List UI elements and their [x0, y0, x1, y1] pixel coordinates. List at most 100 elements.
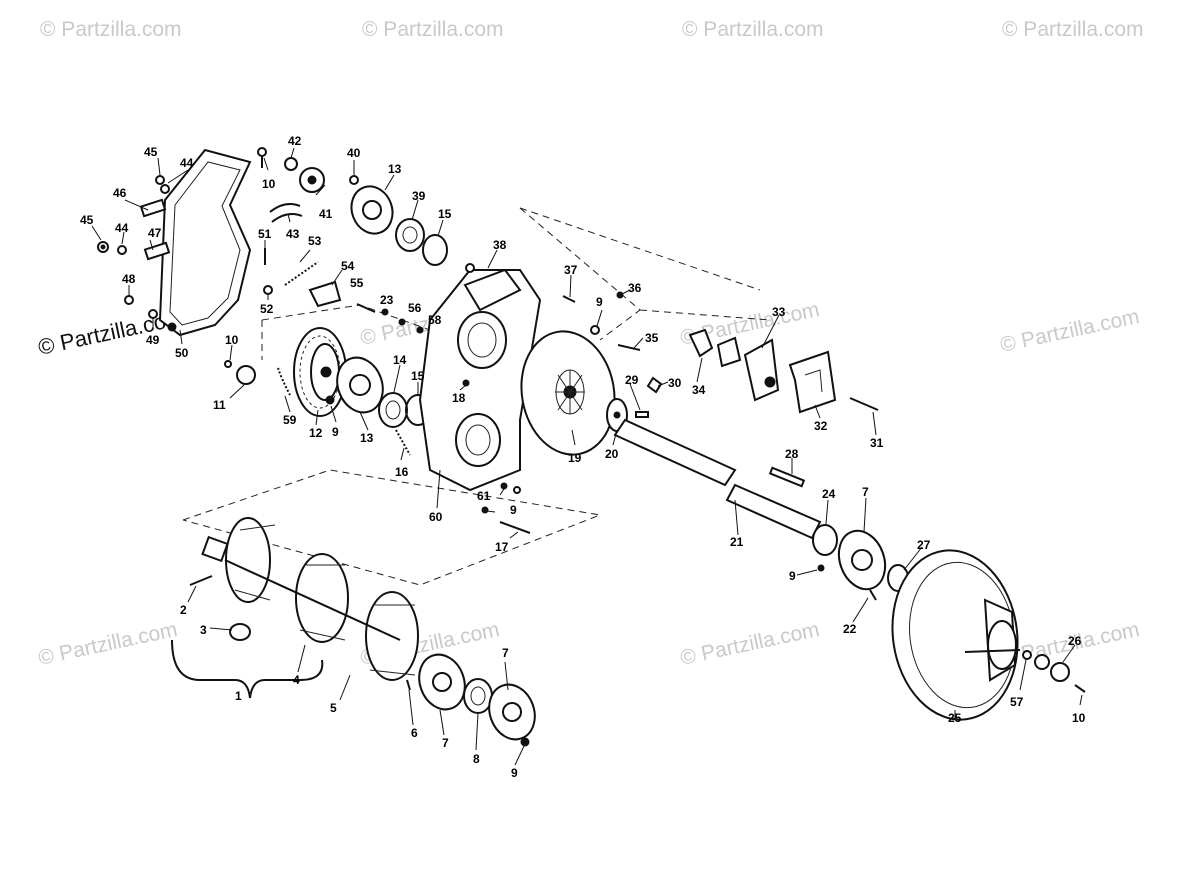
- watermark: © Partzilla.com: [682, 18, 824, 41]
- callout-19: 19: [568, 451, 582, 465]
- callout-55: 55: [350, 276, 364, 290]
- callout-28: 28: [785, 447, 799, 461]
- callout-9: 9: [510, 503, 517, 517]
- callout-13: 13: [388, 162, 402, 176]
- callout-17: 17: [495, 540, 509, 554]
- leader-lines: [91, 147, 1083, 766]
- callout-41: 41: [319, 207, 333, 221]
- callout-20: 20: [605, 447, 619, 461]
- callout-31: 31: [870, 436, 884, 450]
- jackshaft: [613, 418, 822, 540]
- callout-1: 1: [235, 689, 242, 703]
- callout-37: 37: [564, 263, 578, 277]
- callout-9: 9: [596, 295, 603, 309]
- callout-23: 23: [380, 293, 394, 307]
- callout-25: 25: [948, 711, 962, 725]
- driven-sprocket: [277, 327, 347, 417]
- watermark: © Partzilla.com: [362, 18, 504, 41]
- callout-61: 61: [477, 489, 491, 503]
- callout-10: 10: [1072, 711, 1086, 725]
- callout-53: 53: [308, 234, 322, 248]
- callout-54: 54: [341, 259, 355, 273]
- callout-9: 9: [511, 766, 518, 780]
- callout-33: 33: [772, 305, 786, 319]
- callout-22: 22: [843, 622, 857, 636]
- callout-43: 43: [286, 227, 300, 241]
- callout-47: 47: [148, 226, 162, 240]
- jackshaft-bearing: [812, 524, 909, 601]
- sprocket-hardware: [224, 360, 335, 405]
- callout-11: 11: [213, 398, 226, 412]
- callout-14: 14: [393, 353, 407, 367]
- callout-35: 35: [645, 331, 659, 345]
- brake-caliper: [688, 328, 879, 414]
- pulley-hardware: [1022, 650, 1086, 693]
- drive-axle-assembly: [189, 517, 419, 691]
- callout-7: 7: [442, 736, 449, 750]
- lower-bearing-set: [336, 356, 431, 456]
- callout-24: 24: [822, 487, 836, 501]
- callout-59: 59: [283, 413, 297, 427]
- callout-2: 2: [180, 603, 187, 617]
- callout-10: 10: [225, 333, 239, 347]
- callout-52: 52: [260, 302, 274, 316]
- housing-bolts: [356, 291, 641, 534]
- callout-7: 7: [862, 485, 869, 499]
- callout-21: 21: [730, 535, 744, 549]
- chain-case-housing: [418, 263, 542, 492]
- callout-3: 3: [200, 623, 207, 637]
- callout-44: 44: [115, 221, 129, 235]
- watermark: © Partzilla.com: [1002, 18, 1144, 41]
- callout-15: 15: [411, 369, 425, 383]
- callout-58: 58: [428, 313, 442, 327]
- callout-45: 45: [144, 145, 158, 159]
- callout-6: 6: [411, 726, 418, 740]
- watermark: © Partzilla.com: [998, 305, 1141, 357]
- callout-49: 49: [146, 333, 160, 347]
- callout-4: 4: [293, 673, 300, 687]
- callout-15: 15: [438, 207, 452, 221]
- watermark: © Partzilla.com: [40, 18, 182, 41]
- callout-30: 30: [668, 376, 682, 390]
- callout-26: 26: [1068, 634, 1082, 648]
- brake-disc: [520, 330, 616, 456]
- callout-60: 60: [429, 510, 443, 524]
- callout-9: 9: [332, 425, 339, 439]
- callout-labels: 1 2 3 4 5 6 7 7 7 8 9 9 9 9 9 10 10 10 1…: [80, 134, 1086, 780]
- callout-34: 34: [692, 383, 706, 397]
- callout-10: 10: [262, 177, 276, 191]
- callout-42: 42: [288, 134, 302, 148]
- callout-16: 16: [395, 465, 409, 479]
- watermark: © Partzilla.com: [678, 618, 821, 670]
- assembly-bracket: [171, 639, 324, 699]
- callout-36: 36: [628, 281, 642, 295]
- callout-50: 50: [175, 346, 189, 360]
- callout-46: 46: [113, 186, 127, 200]
- watermark: © Partzilla.com: [36, 618, 179, 670]
- callout-32: 32: [814, 419, 828, 433]
- callout-27: 27: [917, 538, 931, 552]
- callout-48: 48: [122, 272, 136, 286]
- callout-5: 5: [330, 701, 337, 715]
- tensioner-parts: [257, 147, 359, 308]
- callout-13: 13: [360, 431, 374, 445]
- callout-51: 51: [258, 227, 272, 241]
- callout-57: 57: [1010, 695, 1024, 709]
- callout-12: 12: [309, 426, 323, 440]
- callout-9: 9: [789, 569, 796, 583]
- callout-29: 29: [625, 373, 639, 387]
- callout-38: 38: [493, 238, 507, 252]
- cover-hardware: [97, 175, 170, 319]
- upper-bearing-set: [350, 185, 448, 266]
- callout-39: 39: [412, 189, 426, 203]
- callout-18: 18: [452, 391, 466, 405]
- callout-45: 45: [80, 213, 94, 227]
- callout-56: 56: [408, 301, 422, 315]
- chain-case-cover: [139, 148, 252, 337]
- callout-40: 40: [347, 146, 361, 160]
- axle-bearing-set: [418, 653, 536, 747]
- callout-44: 44: [180, 156, 194, 170]
- driven-pulley: [891, 549, 1021, 721]
